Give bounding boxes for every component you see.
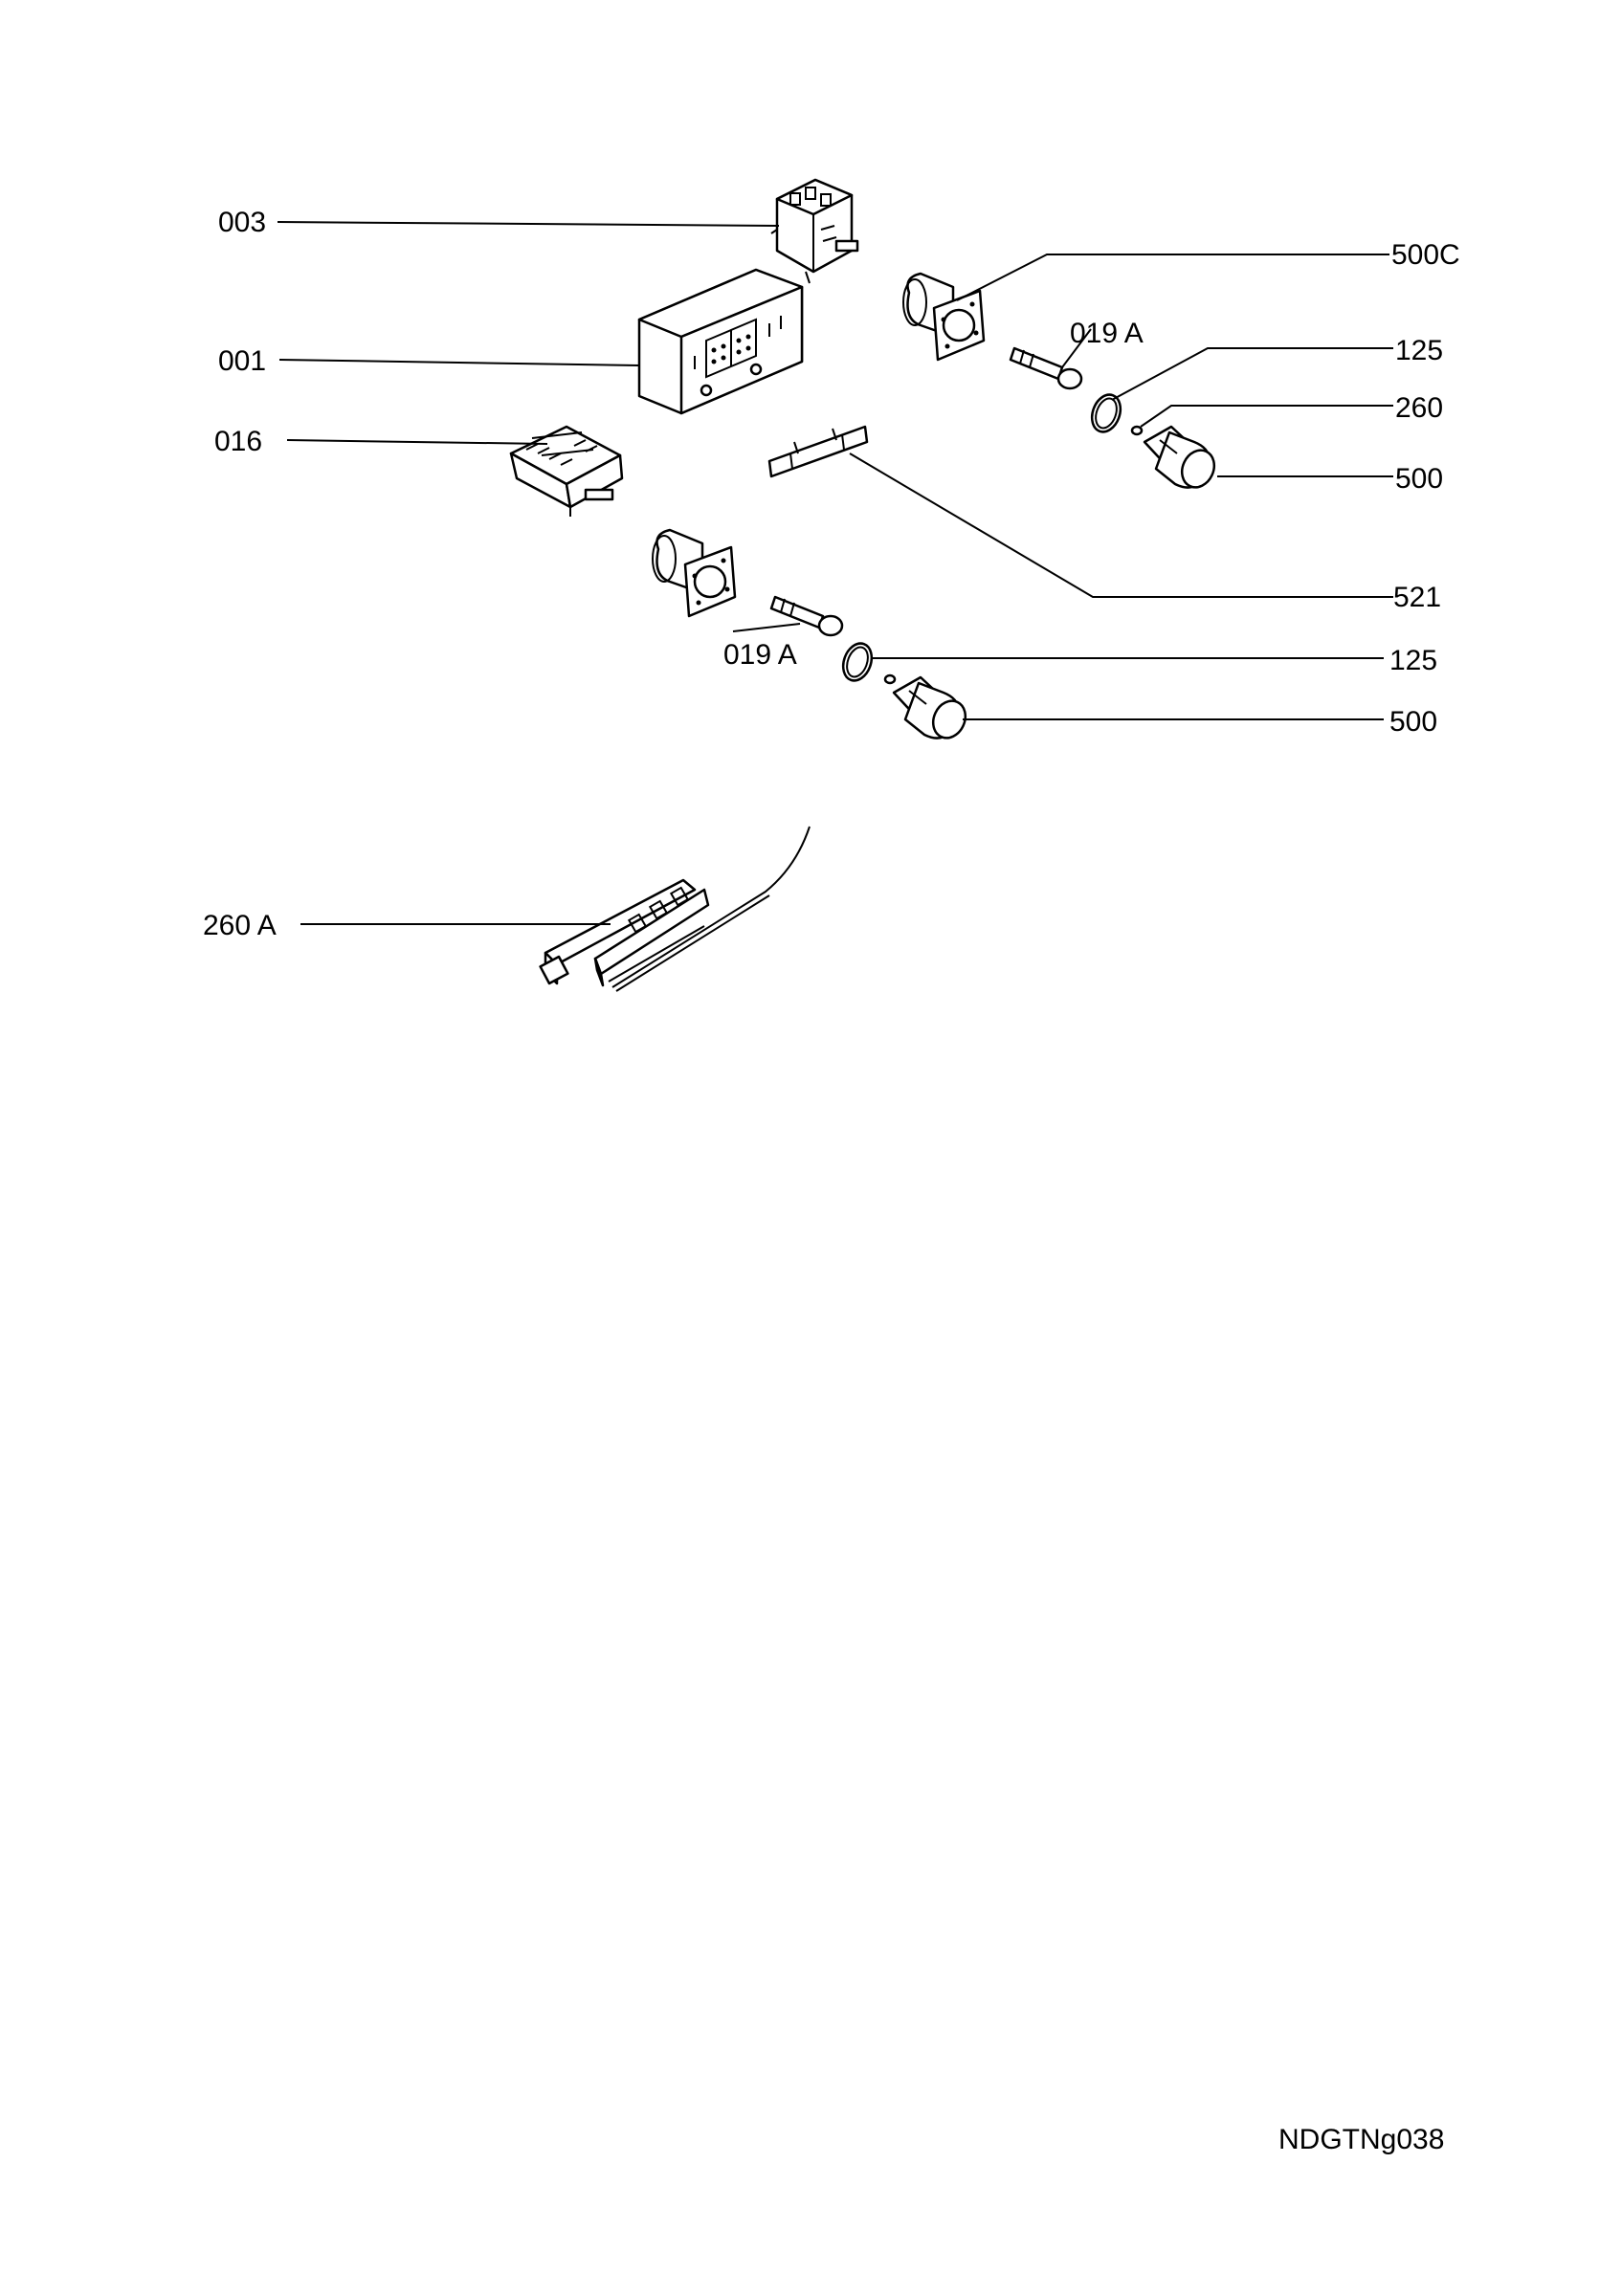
callout-500-top: 500 (1395, 463, 1443, 495)
part-016-selector-switch (509, 425, 624, 517)
drawing-code: NDGTNg038 (1278, 2124, 1444, 2155)
callout-260: 260 (1395, 392, 1443, 424)
callout-500c: 500C (1391, 239, 1460, 271)
part-lamp-holder-lower (652, 528, 737, 618)
part-521-trim-strip (767, 425, 869, 478)
callout-521: 521 (1393, 582, 1441, 613)
part-260a-bracket (539, 826, 811, 992)
part-125-seal-bottom (841, 642, 874, 682)
part-500c-lamp-holder (902, 272, 986, 362)
callout-016: 016 (214, 426, 262, 457)
part-001-control-box (637, 268, 804, 415)
part-019a-bulb-bottom (769, 595, 844, 637)
callout-019a-top: 019 A (1070, 318, 1144, 349)
leader-lines (277, 221, 1393, 925)
part-washer-lower (883, 673, 897, 685)
callout-003: 003 (218, 207, 266, 238)
callout-500-bottom: 500 (1389, 706, 1437, 738)
callout-125-top: 125 (1395, 335, 1443, 366)
callout-260a: 260 A (203, 910, 277, 941)
part-500-lamp-cover-bottom (892, 675, 967, 740)
part-003-thermostat (770, 178, 859, 284)
part-019a-bulb-top (1009, 346, 1083, 390)
callout-125-bottom: 125 (1389, 645, 1437, 676)
callout-labels: 003 001 016 500C 019 A 125 260 500 521 0… (203, 207, 1460, 941)
part-125-seal-top (1090, 393, 1122, 433)
part-260-washer (1130, 425, 1144, 436)
callout-019a-bottom: 019 A (723, 639, 797, 671)
callout-001: 001 (218, 345, 266, 377)
part-500-lamp-cover-top (1143, 425, 1216, 489)
